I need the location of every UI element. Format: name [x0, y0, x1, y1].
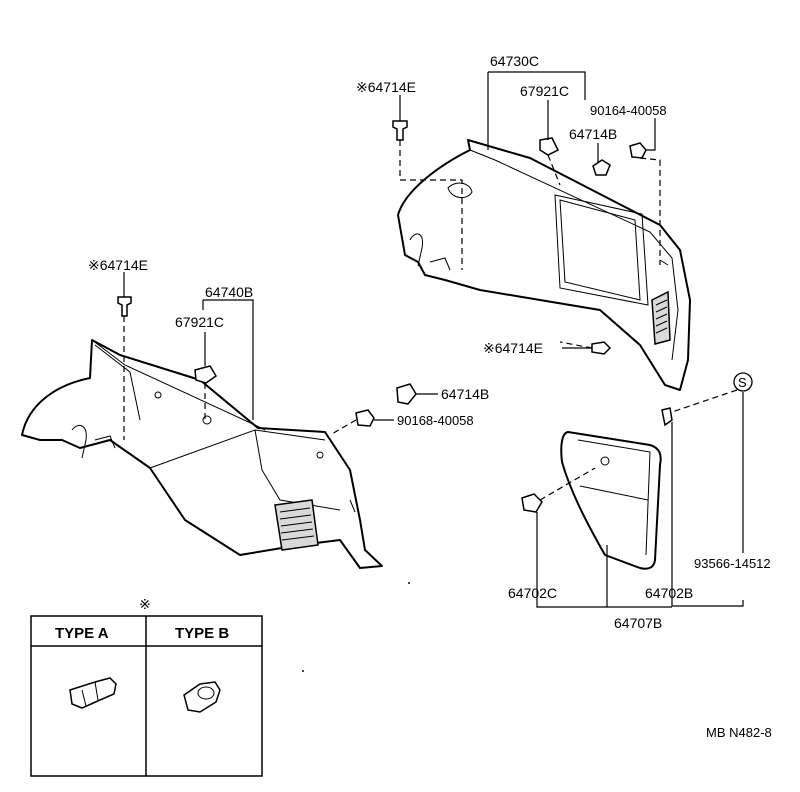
fastener-67921C-left: [194, 365, 218, 384]
fastener-64714E-mid: [591, 341, 612, 355]
label-64714E-left: ※64714E: [88, 257, 148, 273]
diagram-reference-code: MB N482-8: [706, 725, 772, 740]
fastener-64714B-right: [592, 159, 611, 176]
label-s: S: [738, 375, 747, 390]
fastener-64714B-left: [396, 383, 417, 405]
legend-type-a: TYPE A: [55, 625, 109, 642]
legend-type-b: TYPE B: [175, 625, 229, 642]
fastener-90164: [629, 142, 647, 159]
label-90168-40058: 90168-40058: [397, 413, 474, 428]
label-64714E-top: ※64714E: [356, 79, 416, 95]
label-90164-40058: 90164-40058: [590, 103, 667, 118]
leader-lines: [123, 71, 744, 608]
label-64740B: 64740B: [205, 284, 253, 300]
clip-type-b-icon: [183, 681, 221, 713]
standard-part-s-symbol: S: [733, 372, 753, 392]
label-67921C-left: 67921C: [175, 314, 224, 330]
fastener-64702C: [521, 493, 543, 513]
type-legend: ※ TYPE A TYPE B: [30, 596, 263, 777]
part-labels: 64730C ※64714E 67921C 90164-40058 64714B…: [88, 53, 771, 631]
fastener-64714E-left: [117, 296, 132, 317]
right-quarter-trim-panel: [397, 139, 691, 391]
scan-dots: [302, 582, 410, 672]
access-cover-assembly: [560, 407, 673, 570]
label-64702B: 64702B: [645, 585, 693, 601]
label-64730C: 64730C: [490, 53, 539, 69]
fastener-64714E-top: [392, 120, 408, 141]
fastener-90168: [355, 409, 375, 427]
clip-type-a-icon: [69, 677, 117, 709]
label-64707B: 64707B: [614, 615, 662, 631]
dashed-guide-lines: [123, 140, 738, 501]
label-64702C: 64702C: [508, 585, 557, 601]
fastener-67921C-right: [539, 137, 560, 156]
legend-symbol: ※: [139, 596, 151, 612]
label-67921C-right: 67921C: [520, 83, 569, 99]
left-quarter-trim-panel: [21, 339, 383, 569]
label-64714B-left: 64714B: [441, 386, 489, 402]
label-64714E-mid: ※64714E: [483, 340, 543, 356]
label-64714B-right: 64714B: [569, 126, 617, 142]
label-93566-14512: 93566-14512: [694, 556, 771, 571]
